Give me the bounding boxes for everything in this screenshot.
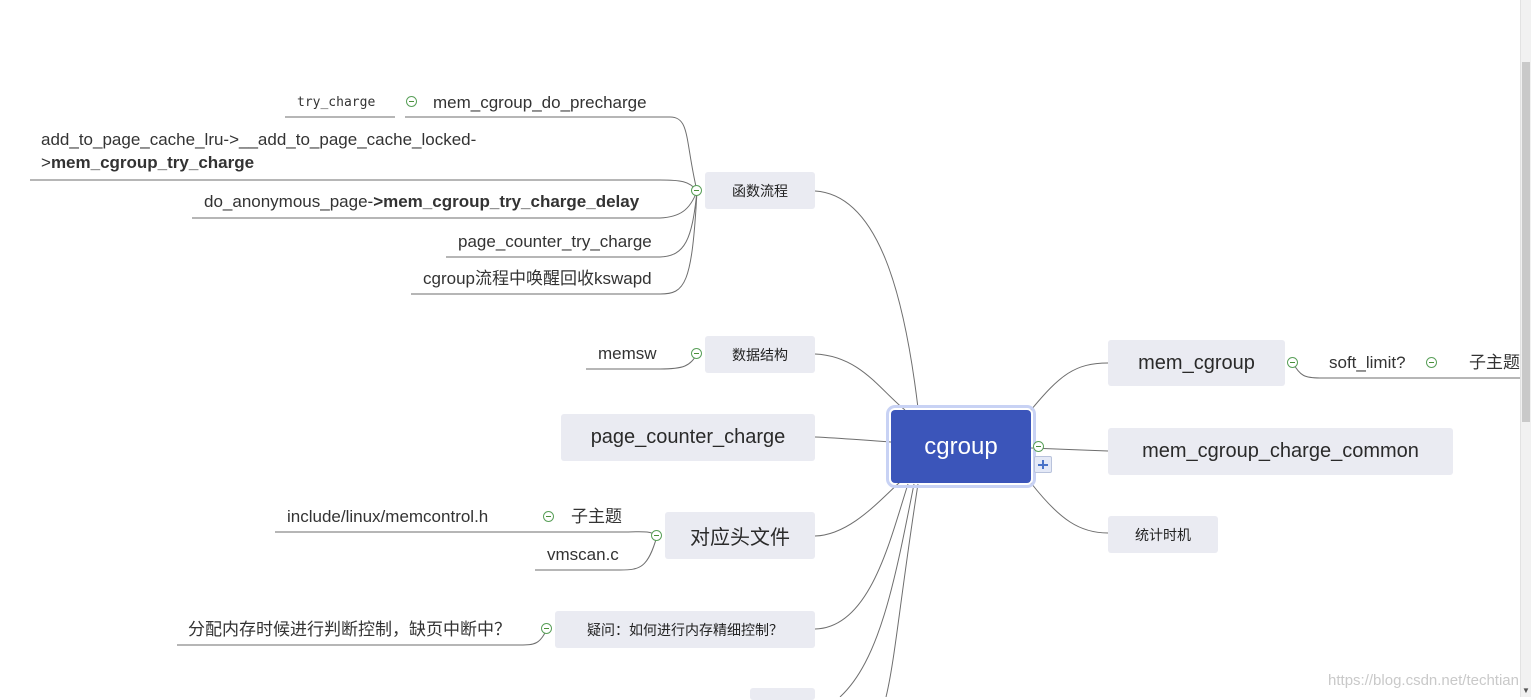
leaf-soft-limit[interactable]: soft_limit?: [1329, 353, 1406, 372]
leaf-add-to-page-cache[interactable]: add_to_page_cache_lru->__add_to_page_cac…: [41, 129, 476, 174]
leaf-line2-bold: mem_cgroup_try_charge: [50, 153, 255, 172]
collapse-icon[interactable]: [691, 348, 702, 359]
topic-header-files[interactable]: 对应头文件: [665, 512, 815, 559]
collapse-icon[interactable]: [543, 511, 554, 522]
collapse-icon[interactable]: [691, 185, 702, 196]
topic-mem-cgroup-charge-common[interactable]: mem_cgroup_charge_common: [1108, 428, 1453, 475]
leaf-do-anonymous-page[interactable]: do_anonymous_page->mem_cgroup_try_charge…: [204, 191, 639, 213]
leaf-page-counter-try-charge[interactable]: page_counter_try_charge: [458, 232, 652, 251]
topic-question[interactable]: 疑问：如何进行内存精细控制？: [555, 611, 815, 648]
collapse-icon[interactable]: [1287, 357, 1298, 368]
leaf-line2-prefix: >: [41, 153, 51, 172]
watermark: https://blog.csdn.net/techtian: [1328, 672, 1519, 689]
leaf-add-to-page-cache-line2: >mem_cgroup_try_charge: [41, 152, 476, 174]
scroll-down-arrow-icon[interactable]: ▼: [1522, 686, 1530, 695]
leaf-add-to-page-cache-line1: add_to_page_cache_lru->__add_to_page_cac…: [41, 130, 477, 149]
leaf-do-anonymous-prefix: do_anonymous_page-: [204, 192, 374, 211]
leaf-mem-cgroup-do-precharge[interactable]: mem_cgroup_do_precharge: [433, 93, 647, 112]
leaf-memcontrol-h[interactable]: include/linux/memcontrol.h: [287, 507, 489, 526]
add-topic-icon[interactable]: [1034, 456, 1052, 473]
topic-func-flow[interactable]: 函数流程: [705, 172, 815, 209]
collapse-icon[interactable]: [406, 96, 417, 107]
topic-offscreen[interactable]: [750, 688, 815, 700]
root-topic-cgroup[interactable]: cgroup: [886, 405, 1036, 488]
leaf-subtopic-right[interactable]: 子主题: [1469, 353, 1520, 372]
leaf-subtopic-left[interactable]: 子主题: [571, 507, 622, 526]
scrollbar-thumb[interactable]: [1522, 62, 1530, 422]
collapse-icon[interactable]: [541, 623, 552, 634]
leaf-memsw[interactable]: memsw: [598, 344, 657, 363]
leaf-do-anonymous-bold: >mem_cgroup_try_charge_delay: [373, 192, 640, 211]
leaf-vmscan-c[interactable]: vmscan.c: [547, 545, 619, 564]
leaf-alloc-question[interactable]: 分配内存时候进行判断控制，缺页中断中？: [188, 620, 511, 639]
vertical-scrollbar[interactable]: ▼: [1520, 0, 1531, 697]
topic-mem-cgroup[interactable]: mem_cgroup: [1108, 340, 1285, 386]
collapse-icon[interactable]: [1426, 357, 1437, 368]
leaf-cgroup-kswapd[interactable]: cgroup流程中唤醒回收kswapd: [423, 269, 652, 288]
leaf-try-charge[interactable]: try_charge: [297, 95, 376, 110]
topic-page-counter-charge[interactable]: page_counter_charge: [561, 414, 815, 461]
topic-data-struct[interactable]: 数据结构: [705, 336, 815, 373]
collapse-icon[interactable]: [651, 530, 662, 541]
topic-stat-timing[interactable]: 统计时机: [1108, 516, 1218, 553]
collapse-icon[interactable]: [1033, 441, 1044, 452]
